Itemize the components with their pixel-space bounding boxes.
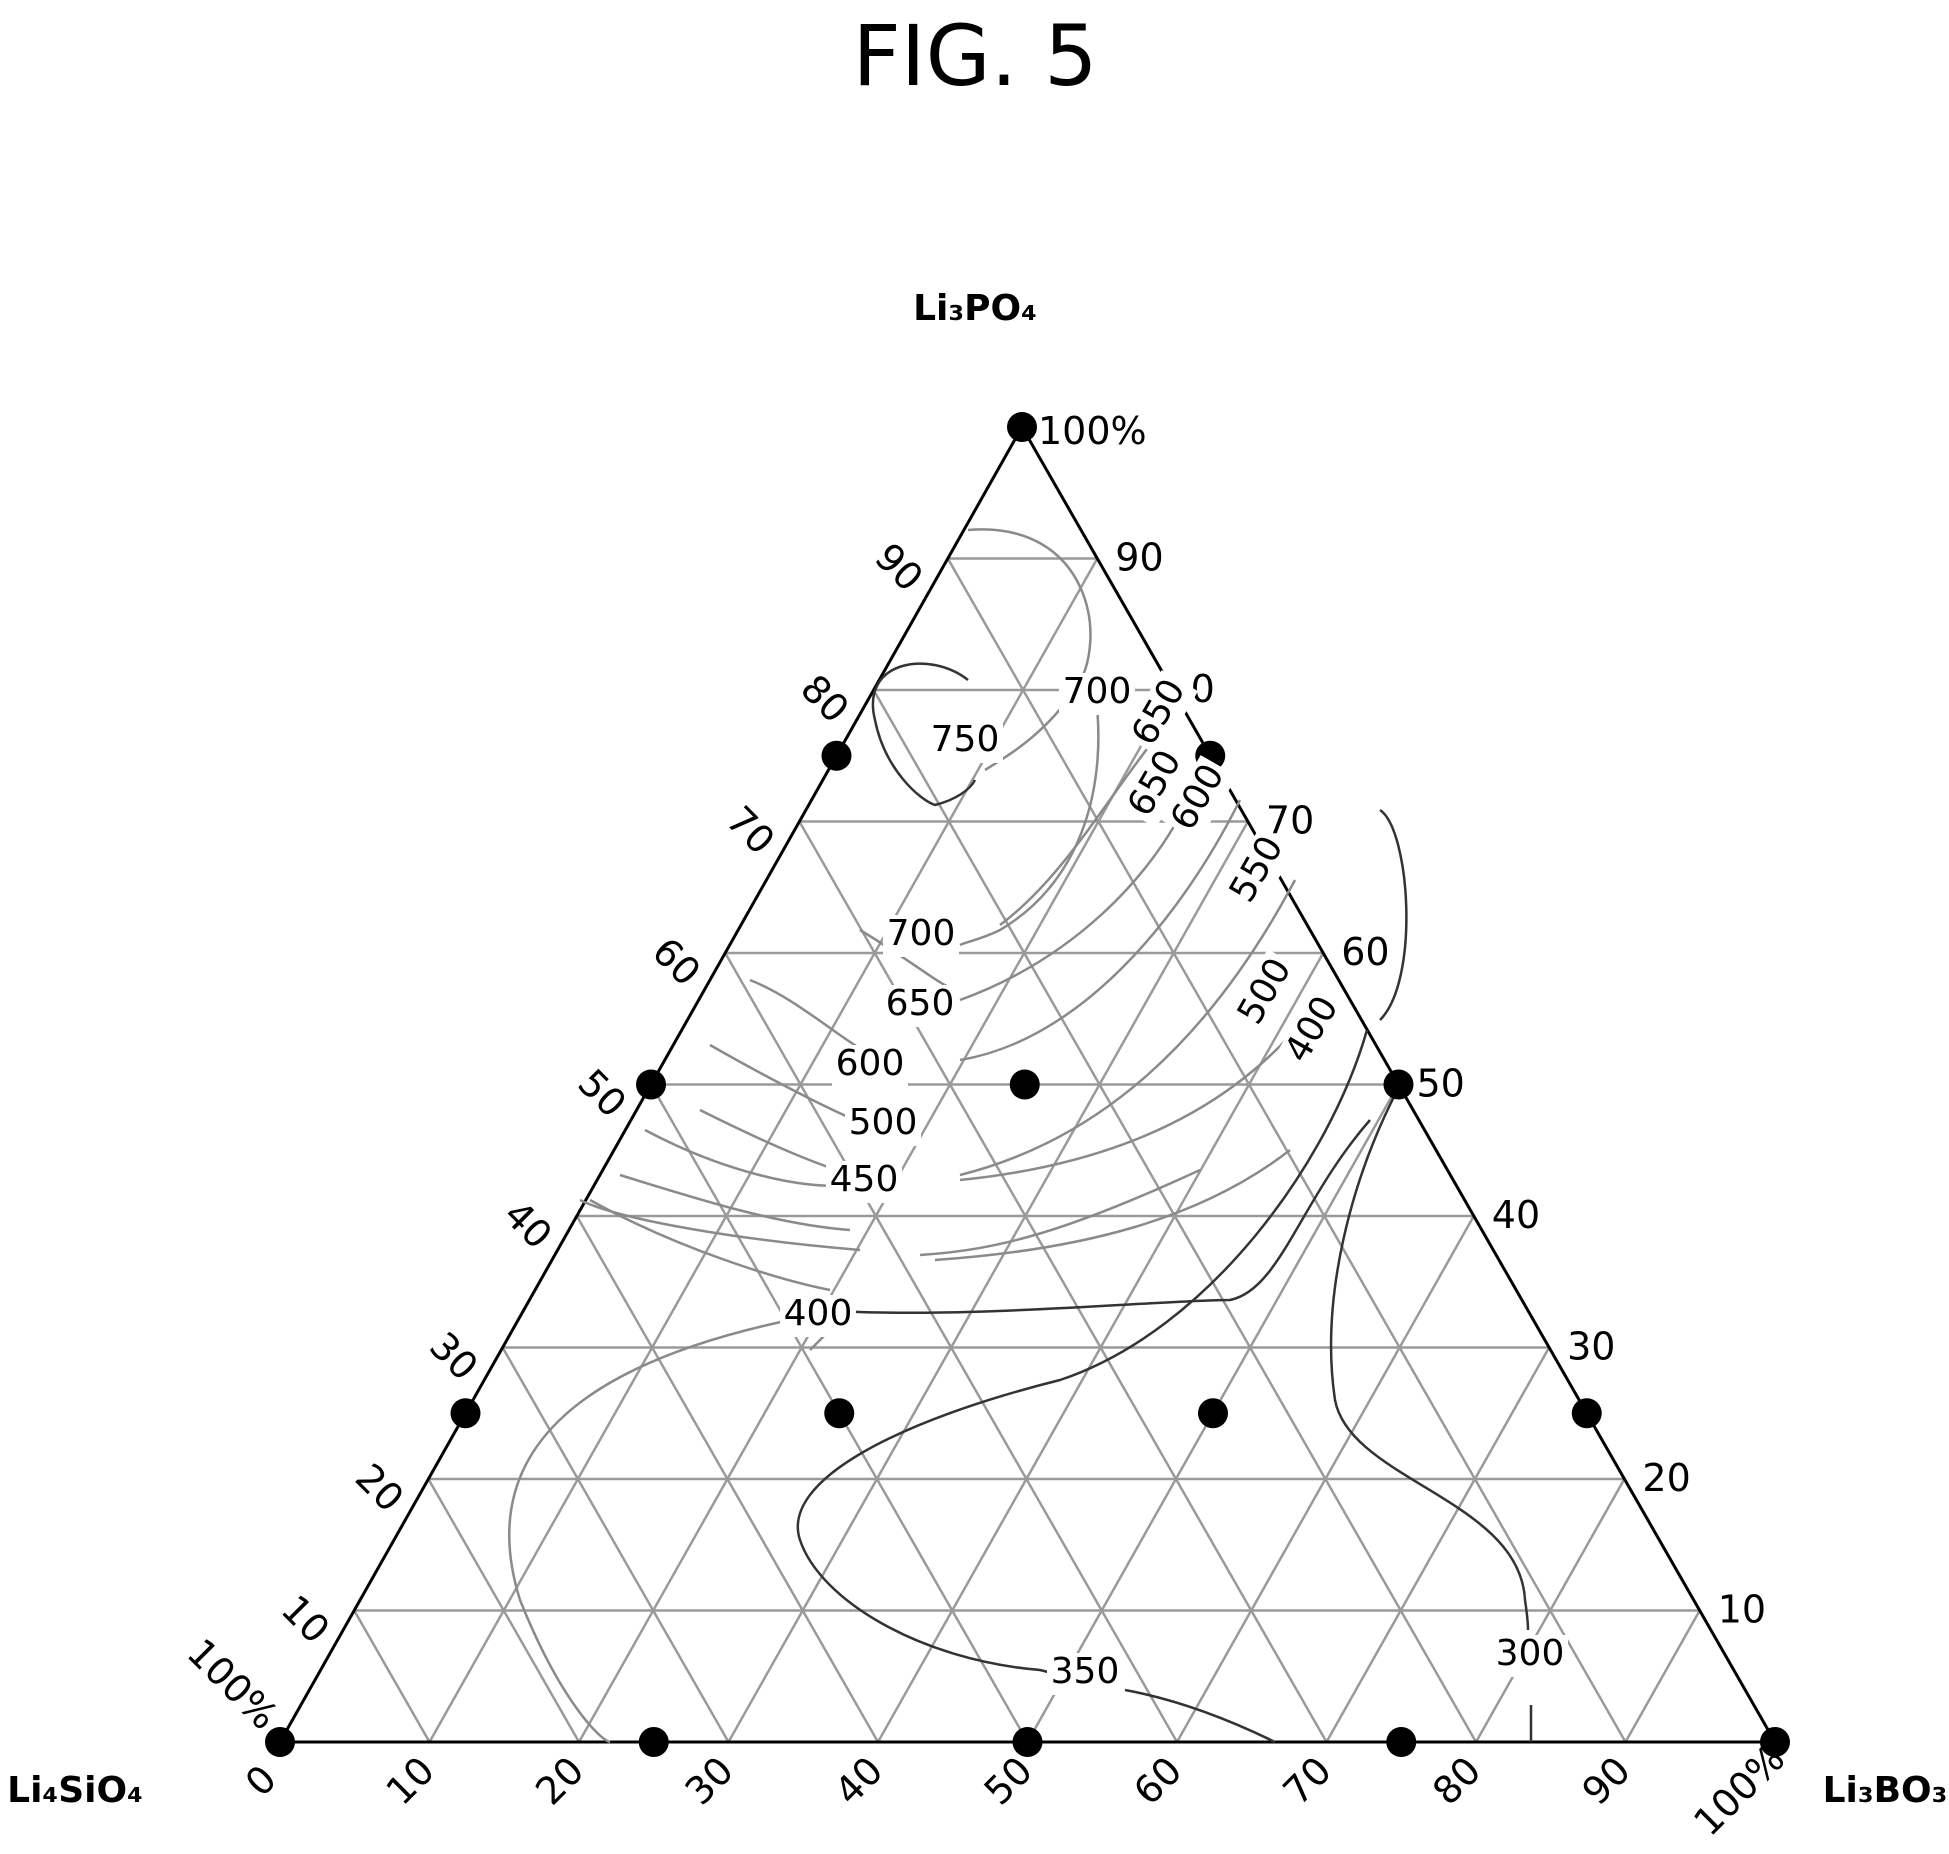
component-label-top: Li₃PO₄ (913, 288, 1037, 329)
composition-point (636, 1070, 666, 1100)
right-edge-tick: 20 (1642, 1456, 1690, 1500)
composition-point (639, 1727, 669, 1757)
bottom-edge-tick-labels: 0 10 20 30 40 50 60 70 80 90 (237, 1748, 1639, 1813)
vertex-percent-right: 100% (1685, 1736, 1793, 1844)
left-edge-tick-labels: 10 20 30 40 50 60 70 80 90 (273, 535, 932, 1652)
bottom-edge-tick: 0 (237, 1757, 285, 1805)
right-edge-tick: 90 (1115, 536, 1163, 580)
left-edge-tick: 80 (792, 666, 857, 731)
composition-point (1010, 1070, 1040, 1100)
bottom-edge-tick: 90 (1574, 1748, 1639, 1813)
left-edge-tick: 70 (718, 798, 783, 863)
bottom-edge-tick: 70 (1275, 1748, 1340, 1813)
composition-point (1384, 1070, 1414, 1100)
composition-point (1386, 1727, 1416, 1757)
grid-line (503, 1348, 729, 1743)
contour-line (1331, 1085, 1528, 1630)
right-edge-tick: 30 (1567, 1325, 1615, 1369)
right-edge-tick: 60 (1341, 930, 1389, 974)
left-edge-tick: 20 (347, 1455, 412, 1520)
left-edge-tick: 40 (495, 1192, 560, 1257)
bottom-edge-tick: 20 (527, 1748, 592, 1813)
left-edge-tick: 90 (866, 535, 931, 600)
contour-label: 650 (886, 983, 955, 1024)
contour-label: 700 (1063, 671, 1132, 712)
contour-label: 700 (887, 913, 956, 954)
grid-line (729, 822, 1248, 1743)
component-label-right: Li₃BO₃ (1823, 1770, 1948, 1811)
left-edge-tick: 10 (273, 1587, 338, 1652)
bottom-edge-tick: 60 (1125, 1748, 1190, 1813)
contour-label: 400 (784, 1293, 853, 1334)
grid-line (948, 559, 1626, 1743)
component-label-left: Li₄SiO₄ (7, 1770, 143, 1811)
vertex-percent-left: 100% (179, 1630, 287, 1738)
bottom-edge-tick: 10 (378, 1748, 443, 1813)
composition-point (1572, 1398, 1602, 1428)
composition-point (451, 1398, 481, 1428)
composition-points (265, 412, 1790, 1757)
figure-title: FIG. 5 (852, 7, 1097, 105)
vertex-percent-top: 100% (1038, 409, 1147, 453)
composition-point (822, 741, 852, 771)
bottom-edge-tick: 40 (826, 1748, 891, 1813)
composition-point (1007, 412, 1037, 442)
bottom-edge-tick: 80 (1424, 1748, 1489, 1813)
contour-label: 750 (931, 719, 1000, 760)
composition-point (265, 1727, 295, 1757)
grid-lines (354, 559, 1700, 1743)
grid-line (1327, 1348, 1550, 1743)
left-edge-tick: 60 (644, 929, 709, 994)
contour-label: 500 (849, 1102, 918, 1143)
bottom-edge-tick: 50 (976, 1748, 1041, 1813)
grid-line (354, 1611, 429, 1743)
composition-point (1013, 1727, 1043, 1757)
contour-line (509, 1320, 790, 1742)
contour-label: 350 (1051, 1651, 1120, 1692)
left-edge-tick: 50 (570, 1061, 635, 1126)
bottom-edge-tick: 30 (677, 1748, 742, 1813)
contour-label: 600 (836, 1043, 905, 1084)
grid-line (1626, 1611, 1700, 1743)
contour-label: 450 (830, 1159, 899, 1200)
contour-lines (509, 529, 1531, 1742)
right-edge-tick: 50 (1417, 1062, 1465, 1106)
composition-point (824, 1398, 854, 1428)
right-edge-tick: 10 (1718, 1588, 1766, 1632)
left-edge-tick: 30 (421, 1324, 486, 1389)
contour-label: 300 (1496, 1633, 1565, 1674)
contour-line (1125, 1690, 1275, 1742)
right-edge-tick: 40 (1492, 1193, 1540, 1237)
composition-point (1198, 1398, 1228, 1428)
